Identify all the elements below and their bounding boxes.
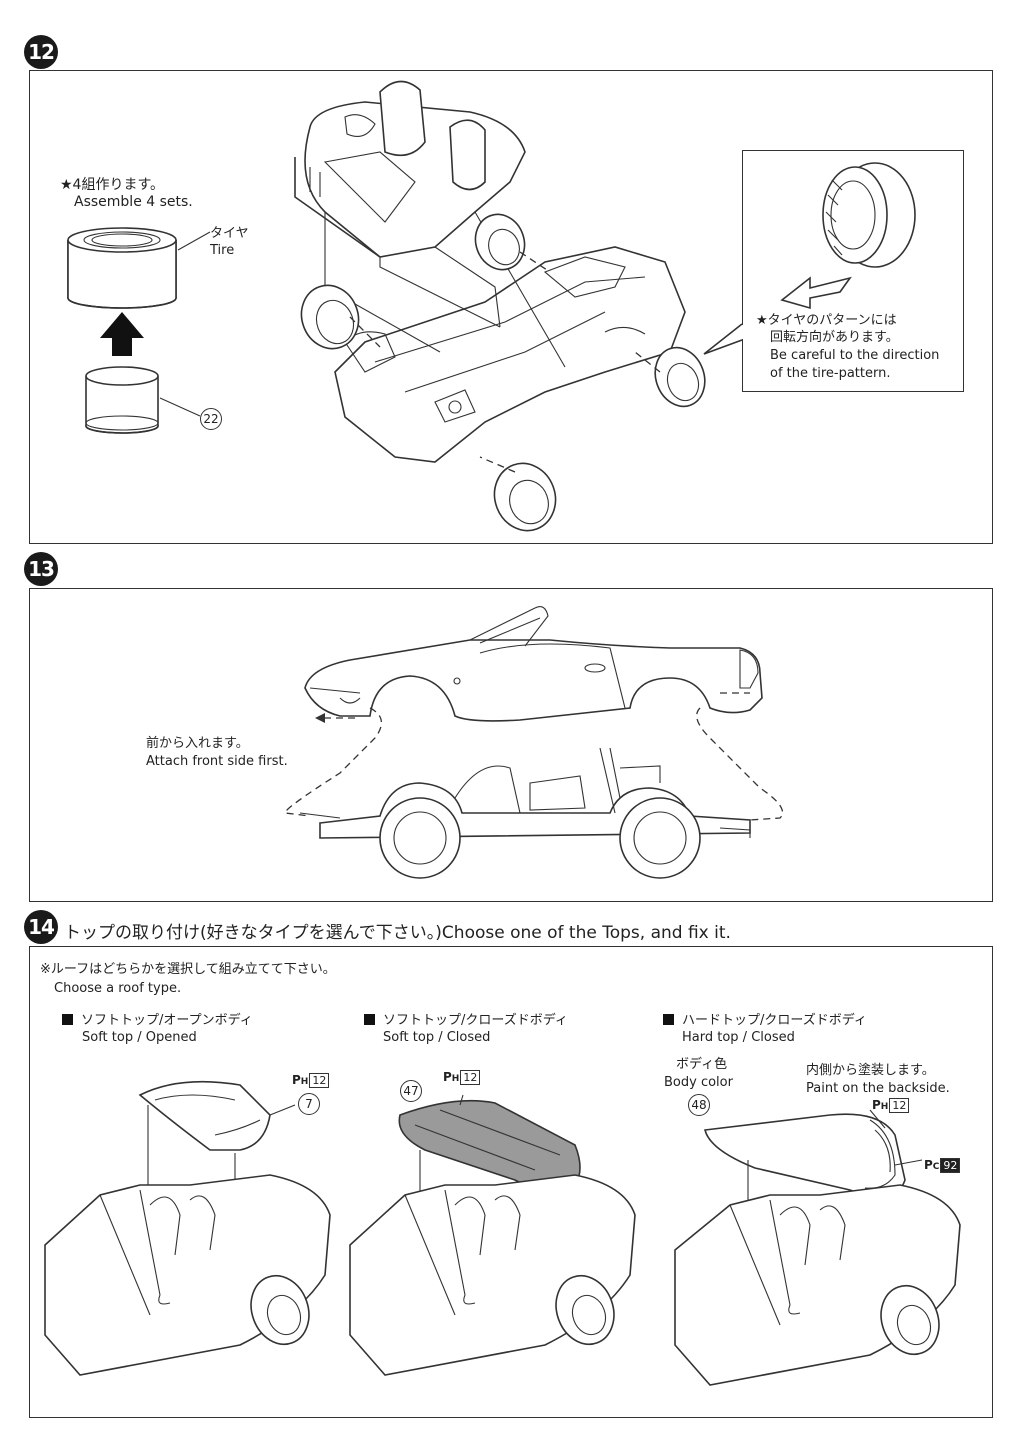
chassis-exploded-illustration xyxy=(294,80,706,532)
paint2-prefix: P xyxy=(924,1158,933,1172)
soft-top-closed xyxy=(398,1099,581,1196)
paint-prefix: P xyxy=(443,1070,452,1084)
soft-top-folded xyxy=(138,1080,296,1151)
tire-caution-jp-2: 回転方向があります。 xyxy=(770,330,899,345)
tire-pattern-illustration xyxy=(780,162,916,310)
tire-wheel-illustration xyxy=(67,227,211,434)
front-first-en: Attach front side first. xyxy=(146,754,288,769)
assemble-label-jp: ★4組作ります。 xyxy=(60,177,165,193)
wheel-rear-left xyxy=(300,284,360,350)
paint-num: 12 xyxy=(460,1070,481,1085)
step-14-badge: 14 xyxy=(24,910,58,944)
tire-label-jp: タイヤ xyxy=(210,226,249,241)
paint2-num: 92 xyxy=(940,1158,961,1173)
option3-illustration xyxy=(674,1109,961,1386)
option-soft-open-jp-text: ソフトトップ/オープンボディ xyxy=(81,1013,253,1028)
option-hard-closed-en: Hard top / Closed xyxy=(682,1030,795,1045)
car-body xyxy=(304,606,763,722)
paint-backside-jp: 内側から塗装します。 xyxy=(806,1063,935,1078)
paint-backside-en: Paint on the backside. xyxy=(806,1081,950,1096)
step-14-title: トップの取り付け(好きなタイプを選んで下さい。)Choose one of th… xyxy=(64,918,731,943)
front-first-jp: 前から入れます。 xyxy=(146,736,249,751)
option-hard-closed-jp-text: ハードトップ/クローズドボディ xyxy=(682,1013,867,1028)
option-soft-closed-jp: ソフトトップ/クローズドボディ xyxy=(364,1012,568,1029)
part-22-callout: 22 xyxy=(200,408,222,430)
car-closed-soft xyxy=(349,1174,636,1376)
hard-top xyxy=(704,1113,906,1199)
interior-tub xyxy=(294,80,526,258)
paint-num: 12 xyxy=(889,1098,910,1113)
bullet-icon xyxy=(364,1014,375,1025)
part-7-callout: 7 xyxy=(298,1093,320,1115)
part-48-callout: 48 xyxy=(688,1094,710,1116)
paint-num: 12 xyxy=(309,1073,330,1088)
option-soft-open-jp: ソフトトップ/オープンボディ xyxy=(62,1012,253,1029)
roof-note-en: Choose a roof type. xyxy=(54,981,182,996)
car-open-soft xyxy=(44,1174,331,1376)
option-soft-closed-jp-text: ソフトトップ/クローズドボディ xyxy=(383,1013,568,1028)
wheel-front-left xyxy=(493,462,557,532)
step-14-title-en: Choose one of the Tops, and fix it. xyxy=(441,923,731,943)
tire-caution-en-2: of the tire-pattern. xyxy=(770,366,891,381)
paint-sub: H xyxy=(451,1074,460,1084)
step-14-title-jp: トップの取り付け(好きなタイプを選んで下さい。) xyxy=(64,923,442,943)
step-12-badge: 12 xyxy=(24,35,58,69)
tire-caution-en-1: Be careful to the direction xyxy=(770,348,940,363)
wheel-illustration xyxy=(85,366,201,434)
body-chassis-illustration xyxy=(284,606,784,879)
option-soft-open-en: Soft top / Opened xyxy=(82,1030,197,1045)
paint-prefix: P xyxy=(872,1098,881,1112)
paint-sub: H xyxy=(880,1102,889,1112)
car-closed-hard xyxy=(674,1184,961,1386)
tire-caution-jp-1: ★タイヤのパターンには xyxy=(756,313,897,328)
wheel-rear-right xyxy=(474,213,526,271)
rotation-arrow xyxy=(780,276,852,310)
body-color-en: Body color xyxy=(664,1075,733,1090)
tire-illustration xyxy=(67,227,211,309)
assemble-label-en: Assemble 4 sets. xyxy=(74,194,193,210)
chassis-side xyxy=(299,747,751,879)
floor-pan xyxy=(334,246,686,463)
option-hard-closed-jp: ハードトップ/クローズドボディ xyxy=(663,1012,867,1029)
paint-sub: H xyxy=(300,1077,309,1087)
roof-note-jp: ※ルーフはどちらかを選択して組み立てて下さい。 xyxy=(40,962,336,977)
step-13-badge: 13 xyxy=(24,552,58,586)
insert-arrow xyxy=(100,312,144,356)
callout-pointer xyxy=(703,323,745,355)
wheel-front-right xyxy=(654,346,706,408)
bullet-icon xyxy=(663,1014,674,1025)
part-47-callout: 47 xyxy=(400,1080,422,1102)
option2-illustration xyxy=(349,1094,636,1376)
paint2-sub: C xyxy=(932,1162,940,1172)
bullet-icon xyxy=(62,1014,73,1025)
tire-label-en: Tire xyxy=(210,243,235,258)
paint-prefix: P xyxy=(292,1073,301,1087)
option1-illustration xyxy=(44,1080,331,1376)
body-color-jp: ボディ色 xyxy=(676,1057,728,1072)
option-soft-closed-en: Soft top / Closed xyxy=(383,1030,491,1045)
